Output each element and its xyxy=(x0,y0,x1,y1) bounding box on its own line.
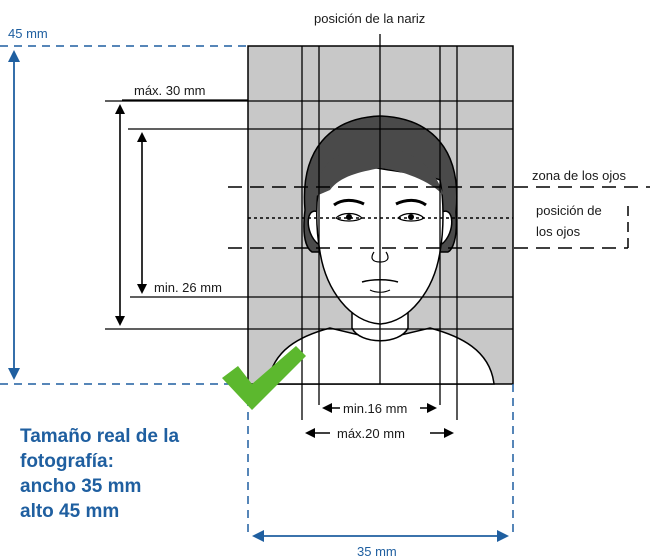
caption-line-2: fotografía: xyxy=(20,451,114,472)
vertical-guides xyxy=(301,34,458,420)
caption-line-4: alto 45 mm xyxy=(20,501,120,522)
checkmark-icon xyxy=(222,346,306,410)
eye-position-label-1: posición de xyxy=(536,203,602,218)
max-face-label-bg xyxy=(330,425,430,441)
horizontal-guides xyxy=(105,99,513,330)
caption-line-1: Tamaño real de la xyxy=(20,426,180,447)
nose-position-label: posición de la nariz xyxy=(314,11,425,26)
eye-position-label-2: los ojos xyxy=(536,224,581,239)
photo-width-label: 35 mm xyxy=(357,544,397,559)
blue-extent-lines xyxy=(0,45,514,535)
photo-height-label: 45 mm xyxy=(8,26,48,41)
max-face-width-label: máx.20 mm xyxy=(337,426,405,441)
eye-zone-label: zona de los ojos xyxy=(532,168,626,183)
min-face-width-label: min.16 mm xyxy=(343,401,407,416)
eye-zone-lines xyxy=(228,186,650,249)
min-face-label-bg xyxy=(340,400,420,416)
photo-size-caption: Tamaño real de la fotografía: ancho 35 m… xyxy=(20,424,230,524)
caption-line-3: ancho 35 mm xyxy=(20,476,142,497)
min-head-label: min. 26 mm xyxy=(154,280,222,295)
max-head-label: máx. 30 mm xyxy=(134,83,206,98)
